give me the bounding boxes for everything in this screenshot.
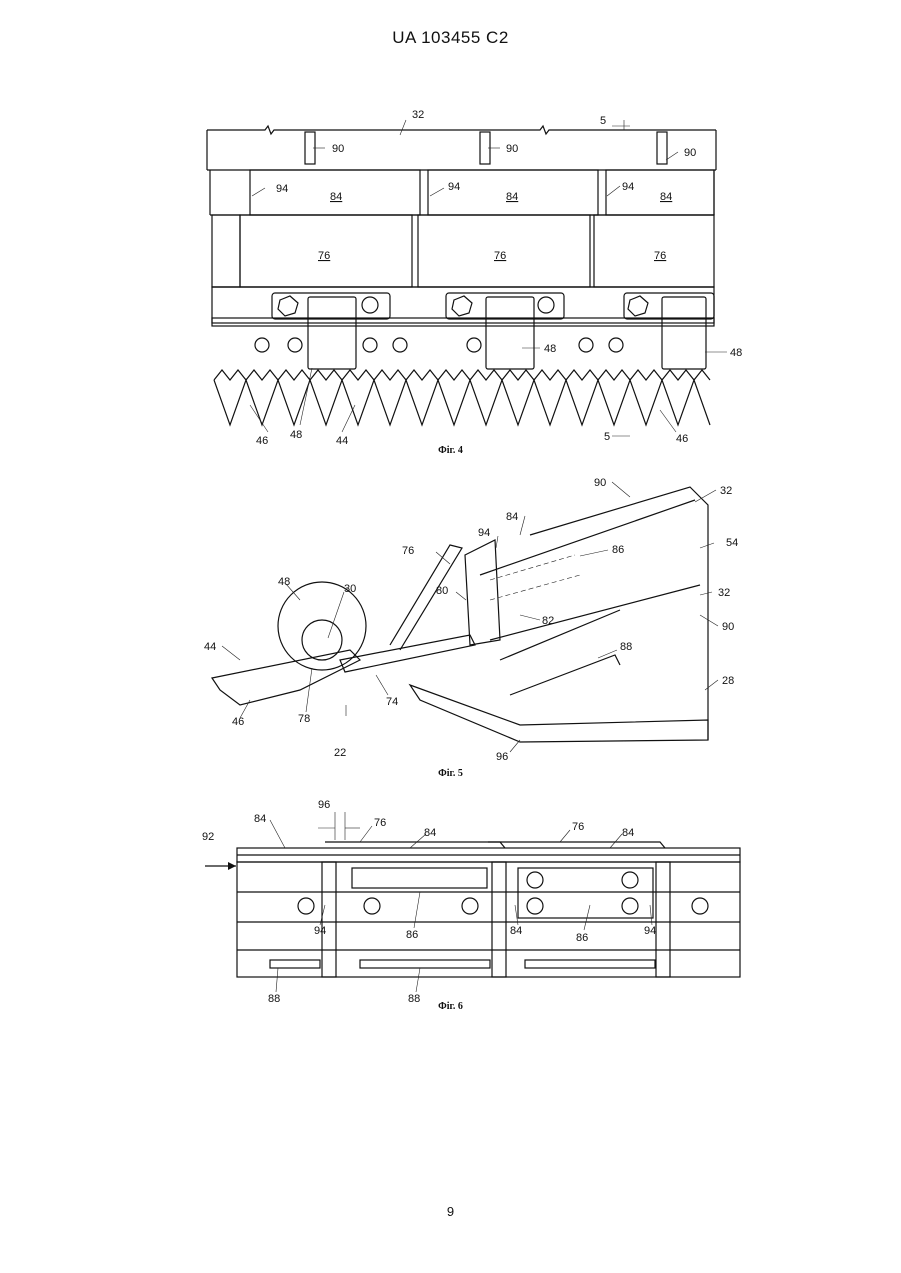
fig6-label-86-b: 86 bbox=[576, 932, 588, 944]
fig6-label-92: 92 bbox=[202, 831, 214, 843]
fig6-label-84-c: 84 bbox=[622, 827, 634, 839]
fig6-label-86-a: 86 bbox=[406, 929, 418, 941]
fig6-caption: Фіг. 6 bbox=[0, 1001, 901, 1012]
fig6-label-84-b: 84 bbox=[424, 827, 436, 839]
fig6-label-96: 96 bbox=[318, 799, 330, 811]
fig6-label-84-a: 84 bbox=[254, 813, 266, 825]
fig6-label-94-b: 94 bbox=[644, 925, 656, 937]
fig6-label-84-d: 84 bbox=[510, 925, 522, 937]
fig6-label-76-b: 76 bbox=[572, 821, 584, 833]
page-number: 9 bbox=[0, 1204, 901, 1219]
fig6-label-94-a: 94 bbox=[314, 925, 326, 937]
fig6-label-76-a: 76 bbox=[374, 817, 386, 829]
